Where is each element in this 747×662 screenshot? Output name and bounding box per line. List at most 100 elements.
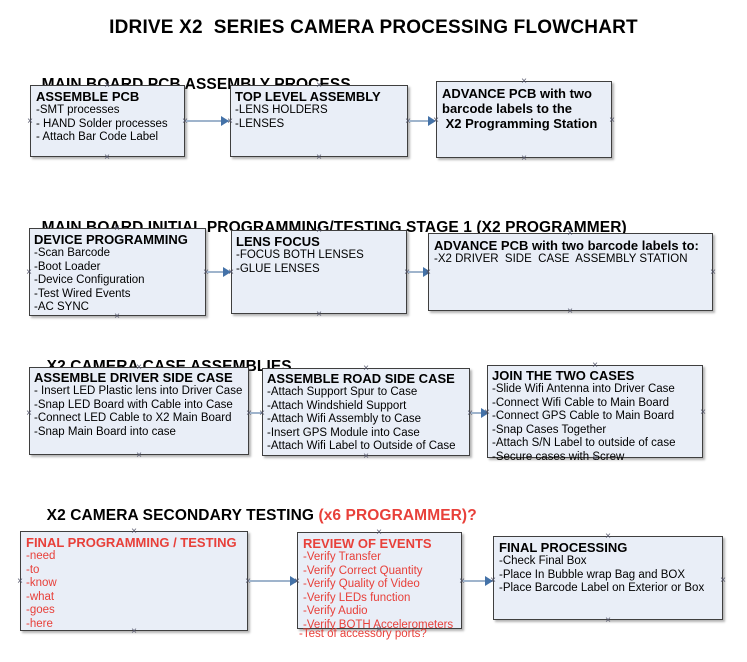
node-line: -Connect GPS Cable to Main Board bbox=[492, 410, 675, 423]
node-line: - HAND Solder processes bbox=[36, 117, 168, 130]
node-advance-pcb-to-x2-programming-station[interactable]: ADVANCE PCB with two barcode labels to t… bbox=[436, 81, 612, 158]
node-assemble-pcb[interactable]: ASSEMBLE PCB -SMT processes - HAND Solde… bbox=[30, 85, 185, 157]
connector-assemble-pcb-to-top-level-assembly bbox=[186, 120, 229, 122]
anchor-handle-left[interactable] bbox=[483, 408, 492, 417]
anchor-handle-right[interactable] bbox=[709, 268, 718, 277]
node-line: -Place Barcode Label on Exterior or Box bbox=[499, 582, 705, 595]
anchor-handle-bottom[interactable] bbox=[520, 154, 529, 163]
node-advance-pcb-to-driver-side-case-assembly[interactable]: ADVANCE PCB with two barcode labels to: … bbox=[428, 233, 713, 311]
anchor-handle-top[interactable] bbox=[103, 81, 112, 90]
connector-top-level-assembly-to-advance-pcb bbox=[409, 120, 434, 122]
node-title: REVIEW OF EVENTS bbox=[303, 536, 432, 551]
node-line: -Attach Wifi Assembly to Case bbox=[267, 413, 422, 426]
page-title: IDRIVE X2 SERIES CAMERA PROCESSING FLOWC… bbox=[109, 17, 638, 38]
node-title: TOP LEVEL ASSEMBLY bbox=[235, 89, 381, 104]
node-title: ADVANCE PCB with two barcode labels to t… bbox=[442, 86, 598, 131]
anchor-handle-top[interactable] bbox=[604, 532, 613, 541]
anchor-handle-left[interactable] bbox=[226, 117, 235, 126]
anchor-handle-left[interactable] bbox=[258, 409, 267, 418]
node-line: -GLUE LENSES bbox=[236, 262, 320, 275]
anchor-handle-bottom[interactable] bbox=[130, 627, 139, 636]
node-line: -Snap Main Board into case bbox=[34, 425, 176, 438]
node-title: ASSEMBLE PCB bbox=[36, 89, 140, 104]
node-line: -Insert GPS Module into Case bbox=[267, 426, 420, 439]
node-line: -Verify Transfer bbox=[303, 551, 381, 563]
anchor-handle-top[interactable] bbox=[375, 528, 384, 537]
node-line: -Check Final Box bbox=[499, 555, 587, 567]
node-final-programming-testing[interactable]: FINAL PROGRAMMING / TESTING -need -to -k… bbox=[20, 531, 248, 631]
node-line: -Device Configuration bbox=[34, 274, 145, 287]
node-title: LENS FOCUS bbox=[236, 234, 320, 249]
anchor-handle-bottom[interactable] bbox=[604, 616, 613, 625]
node-line: -Secure cases with Screw bbox=[492, 450, 625, 463]
anchor-handle-left[interactable] bbox=[293, 577, 302, 586]
node-assemble-driver-side-case[interactable]: ASSEMBLE DRIVER SIDE CASE - Insert LED P… bbox=[29, 367, 249, 455]
anchor-handle-right[interactable] bbox=[699, 408, 708, 417]
anchor-handle-top[interactable] bbox=[315, 81, 324, 90]
node-review-of-events[interactable]: REVIEW OF EVENTS -Verify Transfer -Verif… bbox=[297, 532, 462, 631]
anchor-handle-top[interactable] bbox=[520, 77, 529, 86]
node-final-processing[interactable]: FINAL PROCESSING -Check Final Box -Place… bbox=[493, 536, 723, 620]
anchor-handle-top[interactable] bbox=[362, 364, 371, 373]
node-line: -Verify LEDs function bbox=[303, 591, 411, 604]
anchor-handle-left[interactable] bbox=[489, 576, 498, 585]
anchor-handle-top[interactable] bbox=[130, 527, 139, 536]
anchor-handle-top[interactable] bbox=[113, 224, 122, 233]
anchor-handle-left[interactable] bbox=[432, 116, 441, 125]
node-line: -Place In Bubble wrap Bag and BOX bbox=[499, 568, 686, 581]
anchor-handle-bottom[interactable] bbox=[566, 307, 575, 316]
node-line: -SMT processes bbox=[36, 104, 120, 116]
anchor-handle-left[interactable] bbox=[25, 409, 34, 418]
anchor-handle-bottom[interactable] bbox=[103, 153, 112, 162]
anchor-handle-left[interactable] bbox=[26, 117, 35, 126]
node-line: -Test Wired Events bbox=[34, 287, 131, 300]
node-line: -Boot Loader bbox=[34, 260, 101, 273]
node-device-programming[interactable]: DEVICE PROGRAMMING -Scan Barcode -Boot L… bbox=[29, 228, 206, 316]
node-title: ADVANCE PCB with two barcode labels to: bbox=[434, 238, 699, 253]
anchor-handle-bottom[interactable] bbox=[135, 451, 144, 460]
node-top-level-assembly[interactable]: TOP LEVEL ASSEMBLY -LENS HOLDERS -LENSES bbox=[230, 85, 408, 157]
anchor-handle-right[interactable] bbox=[608, 116, 617, 125]
node-line: -X2 DRIVER SIDE CASE ASSEMBLY STATION bbox=[434, 253, 688, 265]
section-heading-x2-camera-secondary-testing: X2 CAMERA SECONDARY TESTING (x6 PROGRAMM… bbox=[29, 489, 477, 543]
node-line: -Connect Wifi Cable to Main Board bbox=[492, 396, 670, 409]
node-line: -FOCUS BOTH LENSES bbox=[236, 249, 364, 261]
anchor-handle-top[interactable] bbox=[135, 363, 144, 372]
node-title: FINAL PROGRAMMING / TESTING bbox=[26, 535, 237, 550]
node-lens-focus[interactable]: LENS FOCUS -FOCUS BOTH LENSES -GLUE LENS… bbox=[231, 230, 407, 314]
anchor-handle-right[interactable] bbox=[719, 576, 728, 585]
anchor-handle-top[interactable] bbox=[315, 226, 324, 235]
anchor-handle-bottom[interactable] bbox=[113, 312, 122, 321]
node-line: -goes bbox=[26, 604, 55, 617]
anchor-handle-bottom[interactable] bbox=[362, 452, 371, 461]
node-line: -Attach Wifi Label to Outside of Case bbox=[267, 440, 456, 453]
anchor-handle-bottom[interactable] bbox=[315, 310, 324, 319]
anchor-handle-bottom[interactable] bbox=[315, 153, 324, 162]
node-line: -to bbox=[26, 563, 40, 576]
anchor-handle-left[interactable] bbox=[424, 268, 433, 277]
node-line: -here bbox=[26, 617, 53, 630]
node-assemble-road-side-case[interactable]: ASSEMBLE ROAD SIDE CASE -Attach Support … bbox=[262, 368, 470, 456]
anchor-handle-left[interactable] bbox=[16, 577, 25, 586]
anchor-handle-bottom[interactable] bbox=[591, 454, 600, 463]
anchor-handle-left[interactable] bbox=[227, 268, 236, 277]
connector-lens-focus-to-advance-pcb bbox=[408, 271, 430, 273]
node-line: -Verify BOTH Accelerometers bbox=[303, 618, 454, 631]
connector-final-programming-to-review-of-events bbox=[249, 580, 299, 582]
node-title: ASSEMBLE ROAD SIDE CASE bbox=[267, 371, 455, 386]
anchor-handle-bottom[interactable] bbox=[375, 625, 384, 634]
node-line: -Attach S/N Label to outside of case bbox=[492, 437, 676, 450]
node-line: -know bbox=[26, 577, 57, 590]
node-line: -Attach Windshield Support bbox=[267, 399, 407, 412]
anchor-handle-left[interactable] bbox=[25, 268, 34, 277]
node-line: -Connect LED Cable to X2 Main Board bbox=[34, 412, 232, 425]
node-title: ASSEMBLE DRIVER SIDE CASE bbox=[34, 370, 233, 385]
node-line: -Verify Audio bbox=[303, 605, 368, 618]
anchor-handle-top[interactable] bbox=[591, 361, 600, 370]
node-line: -Attach Support Spur to Case bbox=[267, 386, 418, 398]
anchor-handle-top[interactable] bbox=[566, 229, 575, 238]
connector-road-side-case-to-join-the-two-cases bbox=[471, 412, 489, 414]
node-line: -Slide Wifi Antenna into Driver Case bbox=[492, 383, 675, 395]
node-join-the-two-cases[interactable]: JOIN THE TWO CASES -Slide Wifi Antenna i… bbox=[487, 365, 703, 463]
